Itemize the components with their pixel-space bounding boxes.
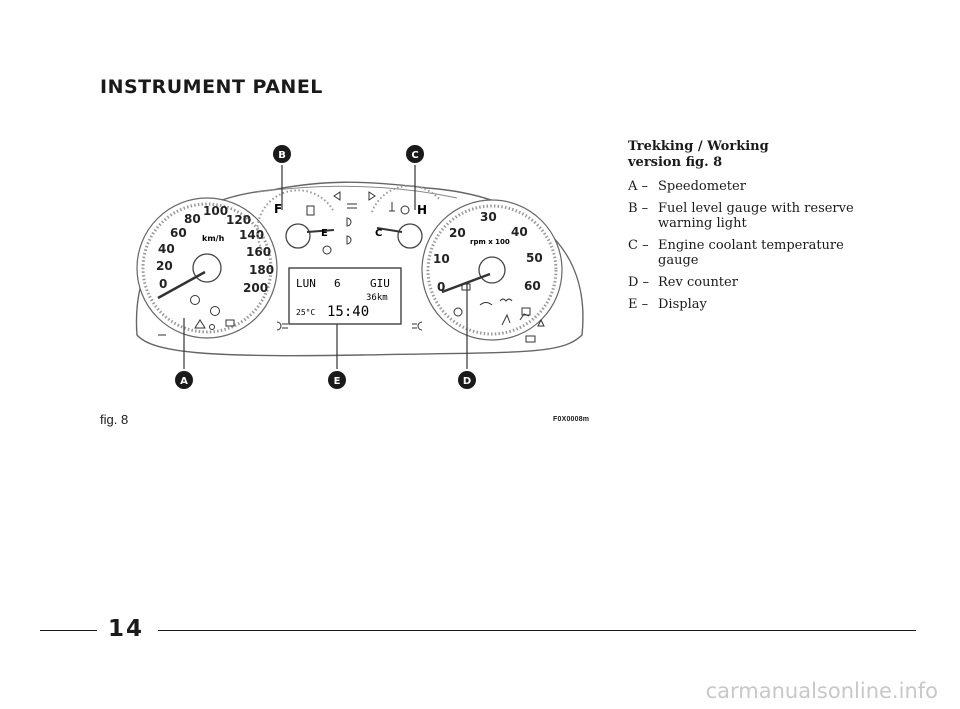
glow-plug-icon (499, 298, 513, 302)
legend-item: C – Engine coolant temperature gauge (628, 238, 868, 268)
legend-heading-line: version fig. 8 (628, 155, 723, 170)
battery-warning-icon (461, 283, 471, 291)
callout-b-label: B (278, 150, 286, 161)
high-beam-icon (346, 235, 352, 245)
fuel-pump-icon (306, 205, 315, 216)
figure-code: F0X0008m (553, 416, 590, 423)
rpm-scale-label: 60 (524, 279, 541, 293)
callout-b-badge (273, 145, 291, 163)
legend-key: B – (628, 201, 649, 216)
indicator-light-icon (322, 245, 332, 255)
speed-scale-label: 60 (170, 226, 187, 240)
oil-pressure-icon (479, 302, 493, 306)
engine-warning-icon (225, 319, 235, 327)
multifunction-display: LUN 6 GIU 36km 25°C 15:40 (288, 267, 402, 325)
legend-text: Rev counter (658, 275, 738, 290)
speed-scale-label: 200 (243, 281, 268, 295)
rpm-scale-label: 50 (526, 251, 543, 265)
rpm-unit-label: rpm x 100 (470, 238, 510, 246)
speed-scale-label: 80 (184, 212, 201, 226)
legend-text: Engine coolant temperature gauge (658, 238, 844, 268)
speed-scale-label: 120 (226, 213, 251, 227)
legend-item: D – Rev counter (628, 275, 868, 290)
seat-belt-icon (501, 313, 511, 326)
hazard-warning-icon (194, 319, 206, 329)
legend-item: E – Display (628, 297, 868, 312)
rpm-scale-label: 10 (433, 252, 450, 266)
legend-key: E – (628, 297, 649, 312)
legend-heading: Trekking / Working version fig. 8 (628, 139, 868, 171)
temp-cold-label: C (375, 228, 382, 239)
legend-text: Fuel level gauge with reserve warning li… (658, 201, 854, 231)
rpm-scale-label: 20 (449, 226, 466, 240)
callout-e-badge (328, 371, 346, 389)
temperature-gauge: H C (371, 184, 441, 249)
legend-text: Speedometer (658, 179, 746, 194)
abs-warning-icon (210, 306, 220, 316)
callout-c-badge (406, 145, 424, 163)
light-indicator-icon (209, 324, 215, 330)
fuel-gauge: F E (256, 189, 335, 251)
rpm-scale-label: 30 (480, 210, 497, 224)
callout-e-label: E (334, 376, 341, 387)
legend-key: D – (628, 275, 650, 290)
footer-rule (158, 630, 916, 631)
display-date: 6 (334, 277, 341, 290)
rpm-scale-label: 0 (437, 280, 445, 294)
fog-light-icon (347, 203, 357, 209)
legend-key: A – (628, 179, 649, 194)
heated-window-icon (525, 335, 536, 343)
coolant-temp-icon (389, 202, 395, 212)
callout-a-label: A (180, 376, 188, 387)
cluster-outline (135, 181, 584, 357)
fuel-empty-label: E (321, 228, 328, 239)
figure-legend: Trekking / Working version fig. 8 A – Sp… (628, 139, 868, 319)
speed-scale-label: 20 (156, 259, 173, 273)
turn-left-icon (333, 191, 341, 201)
rear-fog-icon (276, 321, 288, 331)
speedometer-dial: 0 20 40 60 80 100 120 140 160 180 200 km… (136, 197, 278, 339)
instrument-panel-figure: 0 20 40 60 80 100 120 140 160 180 200 km… (135, 145, 584, 389)
turn-right-icon (368, 191, 376, 201)
page-title: INSTRUMENT PANEL (100, 76, 323, 98)
callout-d-badge (458, 371, 476, 389)
speed-scale-label: 140 (239, 228, 264, 242)
display-day: LUN (296, 277, 316, 290)
legend-key: C – (628, 238, 649, 253)
legend-heading-line: Trekking / Working (628, 139, 769, 154)
figure-caption: fig. 8 (100, 412, 129, 427)
indicator-light-icon (400, 205, 410, 215)
brake-warning-icon (190, 295, 200, 305)
callout-a-badge (175, 371, 193, 389)
display-temperature: 25°C (296, 308, 315, 317)
speed-scale-label: 180 (249, 263, 274, 277)
speed-scale-label: 0 (159, 277, 167, 291)
door-open-icon (521, 307, 531, 316)
footer-rule (40, 630, 97, 631)
fuel-filter-icon (537, 318, 545, 327)
callout-c-label: C (411, 150, 418, 161)
speed-unit-label: km/h (202, 234, 225, 243)
page-number: 14 (108, 616, 145, 642)
legend-item: A – Speedometer (628, 179, 868, 194)
rev-counter-dial: 0 10 20 30 40 50 60 rpm x 100 (421, 199, 563, 343)
legend-item: B – Fuel level gauge with reserve warnin… (628, 201, 868, 231)
callout-d-label: D (463, 376, 471, 387)
speed-scale-label: 160 (246, 245, 271, 259)
display-month: GIU (370, 277, 390, 290)
fuel-full-label: F (274, 202, 282, 216)
display-distance: 36km (366, 293, 388, 303)
cruise-icon (453, 307, 463, 317)
watermark: carmanualsonline.info (705, 679, 938, 703)
display-time: 15:40 (327, 304, 369, 320)
headlight-icon (412, 321, 423, 331)
rpm-scale-label: 40 (511, 225, 528, 239)
speed-scale-label: 100 (203, 204, 228, 218)
speed-scale-label: 40 (158, 242, 175, 256)
low-beam-icon (346, 217, 352, 227)
temp-hot-label: H (417, 203, 427, 217)
legend-text: Display (658, 297, 707, 312)
